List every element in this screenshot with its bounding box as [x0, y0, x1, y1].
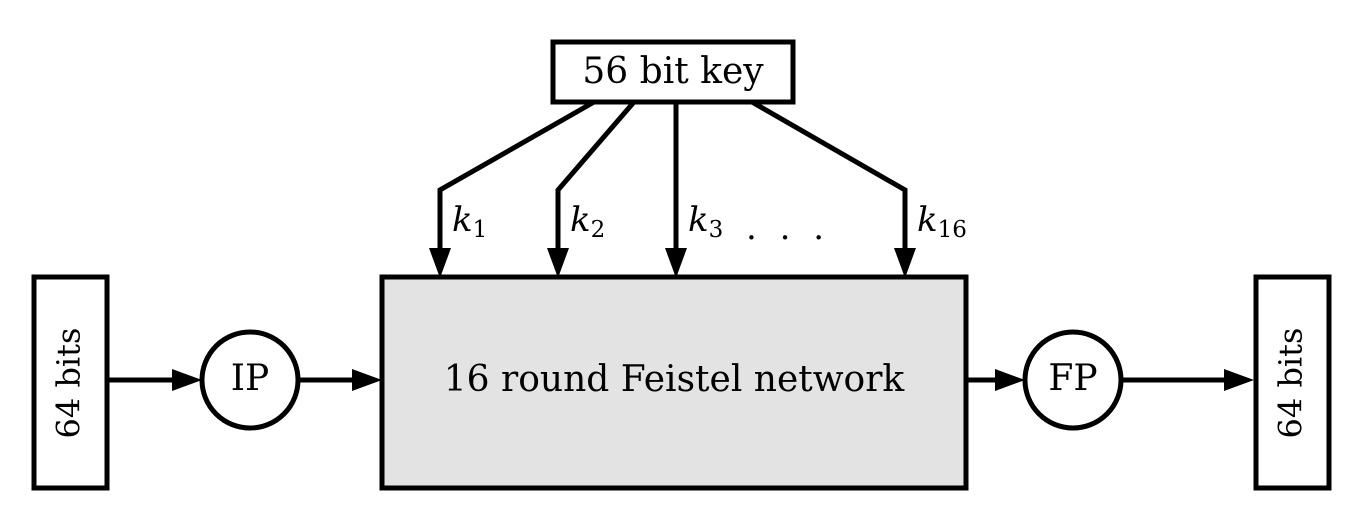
connector-input-to-ip	[107, 369, 202, 391]
round-key-ellipsis: . . .	[746, 208, 830, 248]
round-key-arrow-3	[665, 102, 687, 278]
round-key-arrow-2	[547, 100, 636, 278]
round-key-line-1	[437, 99, 596, 255]
connector-ip-to-feistel-arrowhead	[352, 369, 382, 391]
round-key-arrow-16	[750, 99, 916, 278]
round-key-base-2: k	[570, 200, 591, 240]
round-key-label-3: k3	[688, 200, 723, 243]
connector-feistel-to-fp-arrowhead	[995, 369, 1025, 391]
input-block-node[interactable]: 64 bits	[31, 274, 110, 491]
round-key-label-16: k16	[917, 200, 967, 243]
feistel-network-node[interactable]: 16 round Feistel network	[379, 274, 969, 491]
connector-feistel-to-fp	[966, 369, 1025, 391]
output-block-rect	[1253, 274, 1332, 491]
round-key-base-1: k	[452, 200, 473, 240]
final-permutation-label: FP	[1048, 358, 1097, 399]
output-block-node[interactable]: 64 bits	[1253, 274, 1332, 491]
round-key-subscript-16: 16	[938, 217, 967, 243]
initial-permutation-node[interactable]: IP	[199, 329, 301, 431]
input-block-label: 64 bits	[50, 328, 88, 439]
feistel-network-rect	[379, 274, 969, 491]
connector-ip-to-feistel	[298, 369, 382, 391]
round-key-base-3: k	[688, 200, 709, 240]
round-key-base-16: k	[917, 200, 938, 240]
final-permutation-node[interactable]: FP	[1022, 329, 1124, 431]
round-key-arrowhead-16	[894, 248, 916, 278]
round-key-line-16	[750, 99, 908, 255]
round-key-arrowhead-1	[429, 248, 451, 278]
connector-fp-to-output-arrowhead	[1224, 369, 1254, 391]
connector-input-to-ip-arrowhead	[172, 369, 202, 391]
round-key-arrowhead-3	[665, 248, 687, 278]
key-block-rect	[550, 39, 796, 105]
key-block-node[interactable]: 56 bit key	[550, 39, 796, 105]
round-key-subscript-3: 3	[709, 217, 724, 243]
connector-fp-to-output	[1121, 369, 1254, 391]
round-key-label-2: k2	[570, 200, 605, 243]
round-key-label-1: k1	[452, 200, 487, 243]
feistel-network-label: 16 round Feistel network	[444, 359, 906, 400]
round-key-arrow-1	[429, 99, 596, 278]
output-block-label: 64 bits	[1272, 328, 1310, 439]
round-key-arrowhead-2	[547, 248, 569, 278]
round-key-subscript-2: 2	[591, 217, 606, 243]
input-block-rect	[31, 274, 110, 491]
round-key-subscript-1: 1	[473, 217, 488, 243]
initial-permutation-label: IP	[231, 358, 269, 399]
round-key-line-2	[555, 100, 636, 255]
key-block-label: 56 bit key	[582, 51, 764, 92]
